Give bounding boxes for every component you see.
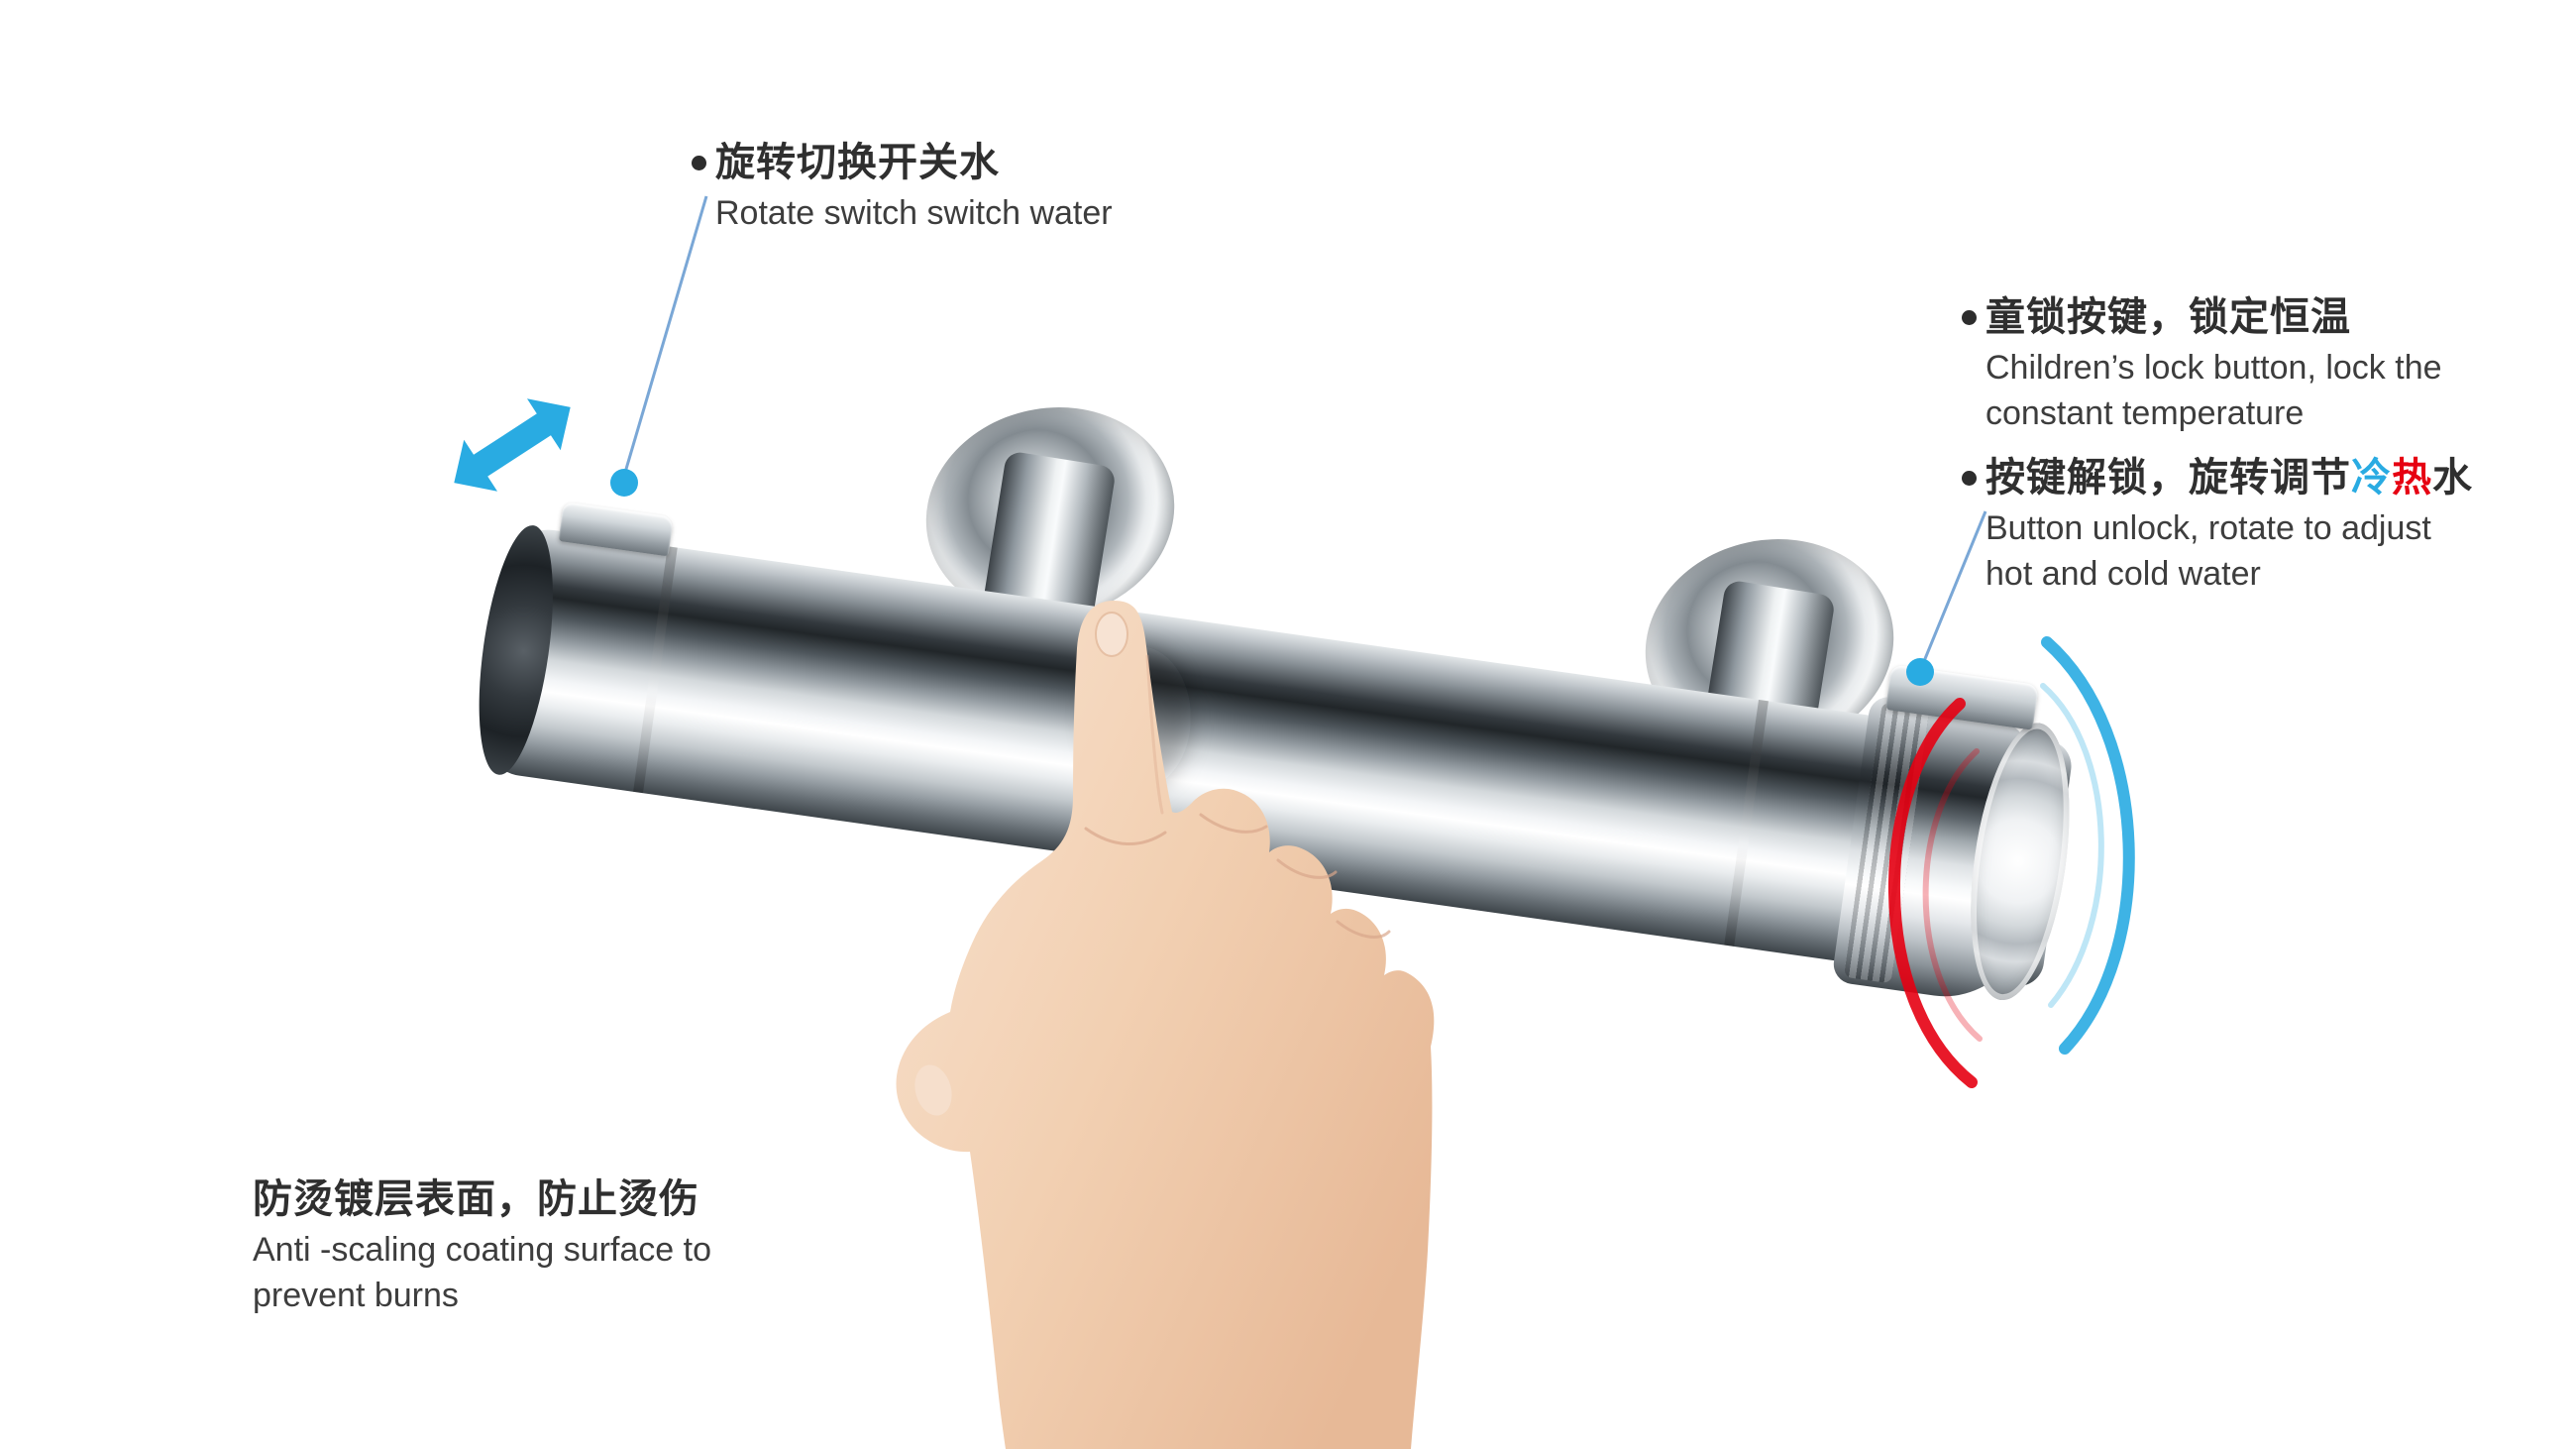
callout-unlock-adjust: 按键解锁，旋转调节冷热水 Button unlock, rotate to ad… [1962,454,2473,597]
body-seam-ring [1724,699,1769,947]
rotate-switch-title-en: Rotate switch switch water [715,194,1113,232]
callout-rotate-switch: 旋转切换开关水 Rotate switch switch water [692,139,1113,236]
temperature-handle [1831,694,2086,1011]
double-headed-rotate-arrow-icon [454,398,571,492]
unlock-en-line1: Button unlock, rotate to adjust [1986,509,2431,547]
handle-grip-rings [1843,702,1930,984]
unlock-zh-suffix: 水 [2432,456,2473,500]
rotate-switch-title-zh: 旋转切换开关水 [715,141,1000,184]
callout-line-rotate [622,195,708,477]
callout-child-lock: 童锁按键，锁定恒温 Children’s lock button, lock t… [1962,293,2442,436]
anti-scald-en-line1: Anti -scaling coating surface to [253,1231,712,1269]
unlock-zh-prefix: 按键解锁，旋转调节 [1986,456,2351,500]
unlock-en-line2: hot and cold water [1986,555,2261,593]
unlock-title-zh: 按键解锁，旋转调节冷热水 [1986,454,2473,502]
faucet-left-end-cap [466,520,567,780]
handle-end-cap [1955,717,2086,1007]
unlock-zh-hot: 热 [2392,456,2432,500]
child-lock-en-line2: constant temperature [1986,394,2305,432]
thumbnail [914,1064,952,1116]
bullet-dot-icon [1962,470,1977,486]
bullet-dot-icon [1962,309,1977,325]
child-lock-en-line1: Children’s lock button, lock the [1986,349,2442,387]
callout-anchor-dot-rotate [610,469,638,497]
bullet-dot-icon [692,155,706,170]
unlock-zh-cold: 冷 [2351,456,2392,500]
anti-scald-title-zh: 防烫镀层表面，防止烫伤 [253,1177,699,1221]
child-lock-title-zh: 童锁按键，锁定恒温 [1986,295,2351,339]
body-seam-ring [633,546,678,794]
callout-anti-scald: 防烫镀层表面，防止烫伤 Anti -scaling coating surfac… [253,1175,711,1318]
anti-scald-en-line2: prevent burns [253,1277,459,1314]
rotate-switch-lever [558,502,675,557]
